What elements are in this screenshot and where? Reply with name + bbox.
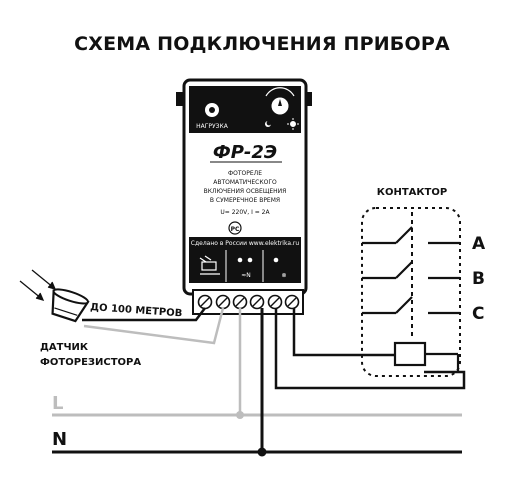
contactor: КОНТАКТОР A B C [361,187,486,377]
line-bus-label: L [52,393,63,414]
lamp-terminal-icon: ⊗ [273,257,287,279]
bus-lines: L N [52,393,462,454]
sensor-caption-line-2: ФОТОРЕЗИСТОРА [40,357,141,368]
sensor-wire-black [82,307,206,322]
contact-a [362,226,460,245]
sensor-terminal-icon [199,255,220,275]
device-desc-line-2: АВТОМАТИЧЕСКОГО [213,179,277,186]
device-bottom-strip: Сделано в России www.elektrika.ru [191,240,300,247]
phase-label-c: C [472,304,484,324]
contactor-housing [361,207,461,377]
certification-mark-icon: РС [228,221,242,235]
power-terminal-icon: ≈N [237,257,253,279]
sensor-caption-line-1: ДАТЧИК [40,342,89,353]
lamp-terminal-mark: ⊗ [281,272,286,279]
wire-from-coil [292,308,395,357]
device-rating: U= 220V, I = 2A [220,209,270,216]
device-desc-line-3: ВКЛЮЧЕНИЯ ОСВЕЩЕНИЯ [204,188,287,195]
power-terminal-mark: ≈N [241,272,251,279]
phase-label-a: A [472,234,486,254]
contact-b [362,261,460,280]
light-arrows-icon [19,269,57,302]
sensor-distance-label: ДО 100 МЕТРОВ [90,302,183,319]
contact-c [362,296,460,315]
wire-to-coil [274,308,466,390]
load-indicator-label: НАГРУЗКА [196,123,229,130]
contactor-label: КОНТАКТОР [377,187,447,198]
sun-icon [287,118,299,130]
neutral-bus-label: N [52,429,67,450]
photo-relay-device: НАГРУЗКА ФР-2Э ФОТОРЕЛЕ АВТОМАТИЧЕСКОГО … [176,78,312,315]
device-desc-line-4: В СУМЕРЕЧНОЕ ВРЕМЯ [210,197,280,204]
contactor-coil [393,341,427,367]
sensor-wire-gray [83,307,225,345]
svg-text:РС: РС [231,226,240,233]
device-model: ФР-2Э [213,142,277,163]
diagram-title: СХЕМА ПОДКЛЮЧЕНИЯ ПРИБОРА [74,33,450,55]
phase-label-b: B [472,269,485,289]
wiring [82,307,466,457]
device-desc-line-1: ФОТОРЕЛЕ [228,170,262,177]
